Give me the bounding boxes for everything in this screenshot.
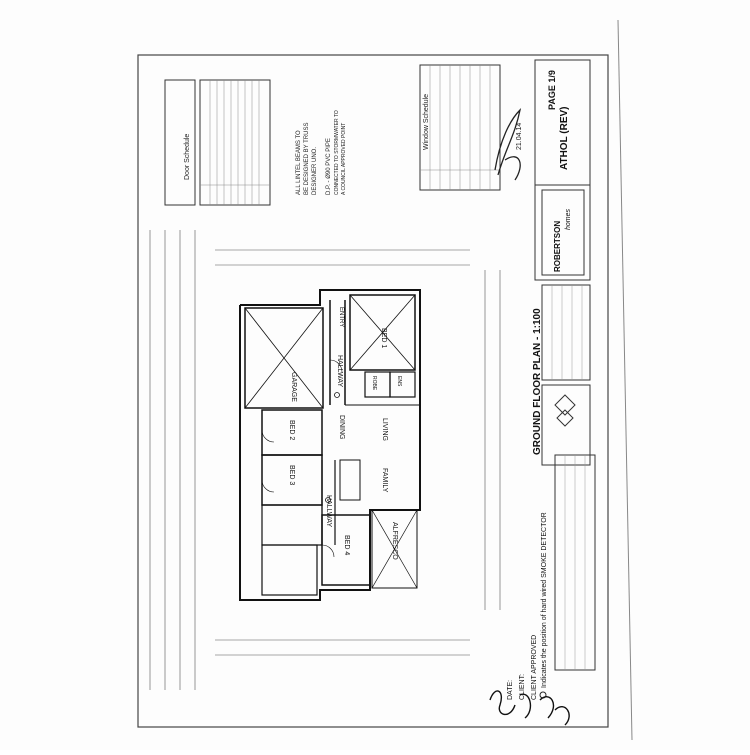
svg-text:DESIGNER UNO.: DESIGNER UNO. [312,147,318,195]
page-label: PAGE 1/9 [547,70,557,110]
room-bed1: BED 1 [380,328,387,348]
signature-mark [494,108,522,181]
room-garage: GARAGE [290,372,297,402]
dp-note: D.P. - Ø90 PVC PIPE [326,138,332,195]
svg-text:ALL LINTEL BEAMS TO: ALL LINTEL BEAMS TO [296,130,302,195]
room-ens: ENS [396,376,402,387]
room-dining: DINING [338,415,345,440]
model-name: ATHOL (REV) [559,106,570,170]
window-schedule: Window Schedule [419,64,501,191]
plan-title: GROUND FLOOR PLAN - 1:100 [532,308,543,455]
client-label: CLIENT: [519,674,526,700]
smoke-detector-markers [325,392,340,503]
door-schedule-title: Door Schedule [184,134,191,180]
smoke-note: Indicates the position of hard wired SMO… [541,512,548,688]
room-bed2: BED 2 [288,420,295,440]
svg-text:A COUNCIL APPROVED POINT: A COUNCIL APPROVED POINT [341,123,347,195]
room-entry: ENTRY [338,307,344,327]
brand-sub: homes [565,208,572,230]
svg-text:CONNECTED TO STORMWATER TO: CONNECTED TO STORMWATER TO [334,110,340,195]
signature-date: 21.04.14 [516,123,523,150]
room-bed3: BED 3 [288,465,295,485]
room-hallway-1: HALLWAY [336,355,343,387]
date-label: DATE: [507,680,514,700]
dimension-lines [149,230,501,690]
client-approved: CLIENT APPROVED [531,635,538,700]
room-living: LIVING [381,418,388,441]
client-signature [489,690,570,726]
room-robe: ROBE [371,376,377,391]
window-schedule-title: Window Schedule [423,94,430,150]
svg-text:BE DESIGNED BY TRUSS: BE DESIGNED BY TRUSS [304,123,310,195]
scan-edge-line [617,19,633,741]
door-schedule: Door Schedule [164,79,271,206]
lintel-note: ALL LINTEL BEAMS TO BE DESIGNED BY TRUSS… [296,110,347,195]
room-family: FAMILY [381,468,388,493]
house-outline [239,289,421,601]
title-block: PAGE 1/9 ATHOL (REV) ROBERTSON homes [534,59,591,466]
room-bed4: BED 4 [343,535,350,555]
room-alfresco: ALFRESCO [391,522,398,560]
room-labels: GARAGE BED 1 BED 2 BED 3 BED 4 HALLWAY H… [288,307,402,560]
sheet-border [137,54,609,728]
brand-name: ROBERTSON [553,221,562,272]
room-hallway-2: HALLWAY [325,495,332,527]
